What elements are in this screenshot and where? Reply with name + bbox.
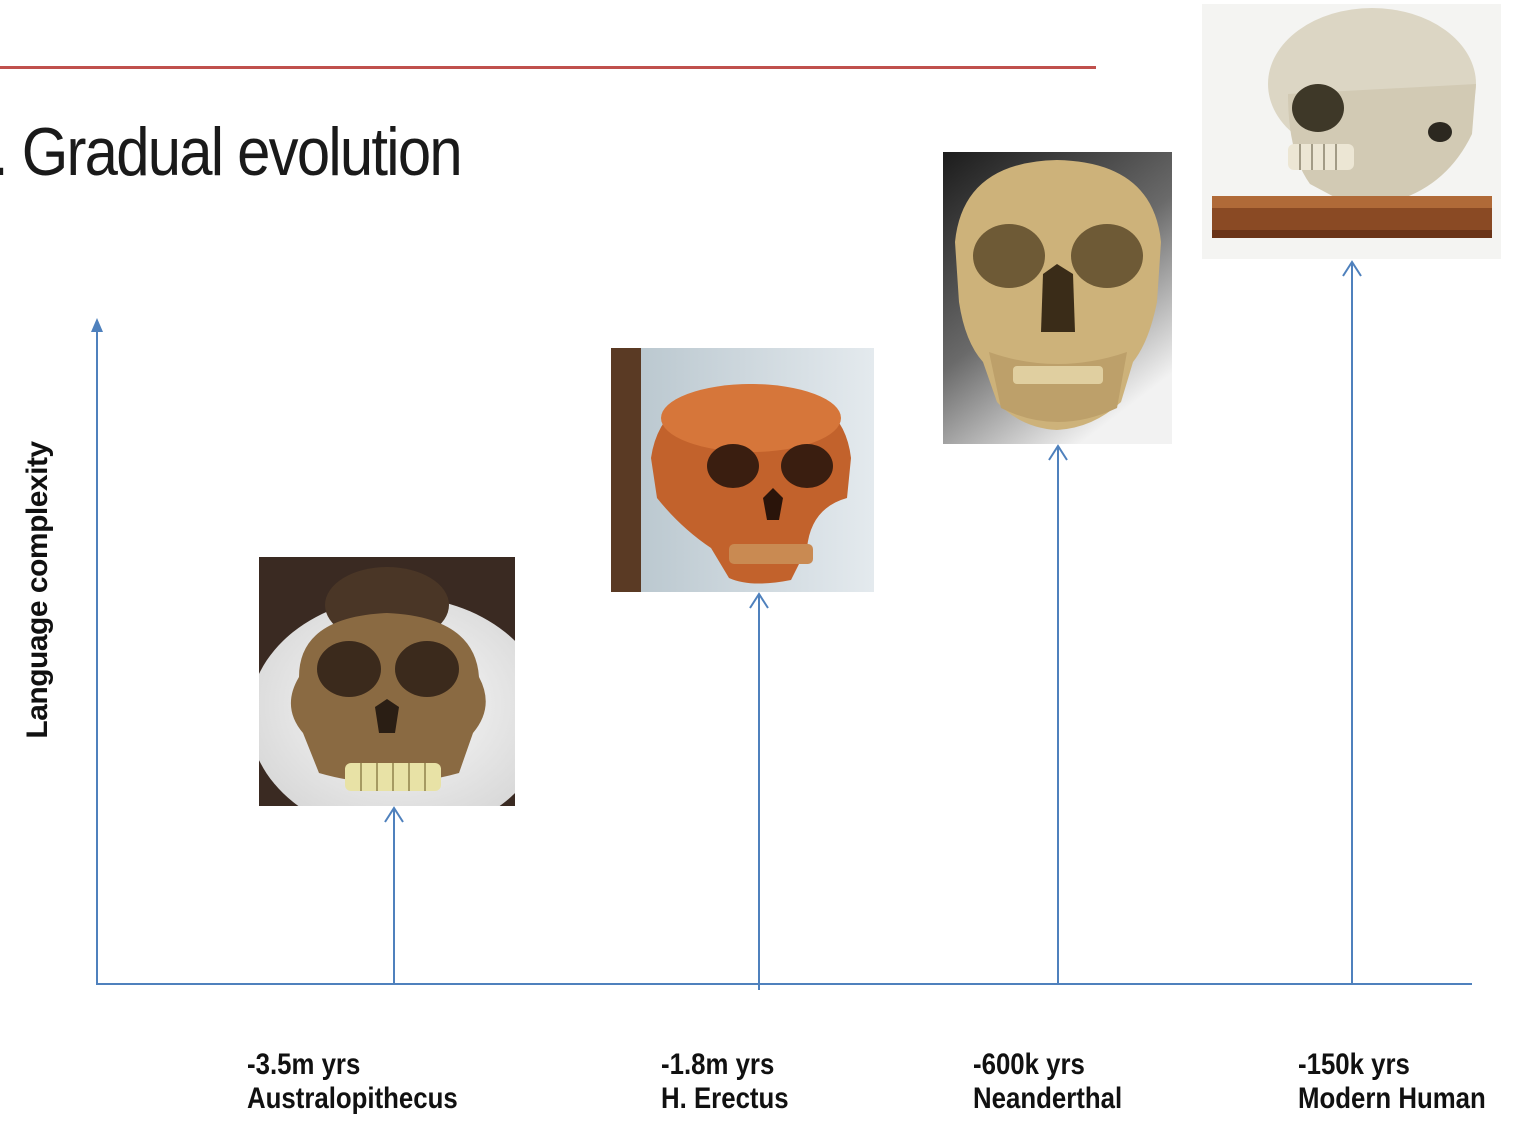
- caption-date: -150k yrs: [1298, 1048, 1486, 1082]
- caption-australopithecus: -3.5m yrs Australopithecus: [247, 1048, 458, 1116]
- caption-date: -1.8m yrs: [661, 1048, 789, 1082]
- caption-date: -600k yrs: [973, 1048, 1122, 1082]
- homo-erectus-skull-photo: [611, 348, 874, 592]
- caption-species: Australopithecus: [247, 1082, 458, 1116]
- modern-human-skull-photo: [1202, 4, 1501, 259]
- caption-h-erectus: -1.8m yrs H. Erectus: [661, 1048, 789, 1116]
- caption-species: Modern Human: [1298, 1082, 1486, 1116]
- y-axis-arrowhead: [91, 318, 103, 332]
- caption-species: H. Erectus: [661, 1082, 789, 1116]
- caption-modern-human: -150k yrs Modern Human: [1298, 1048, 1486, 1116]
- caption-neanderthal: -600k yrs Neanderthal: [973, 1048, 1122, 1116]
- caption-species: Neanderthal: [973, 1082, 1122, 1116]
- caption-date: -3.5m yrs: [247, 1048, 458, 1082]
- neanderthal-skull-photo: [943, 152, 1172, 444]
- australopithecus-skull-photo: [259, 557, 515, 806]
